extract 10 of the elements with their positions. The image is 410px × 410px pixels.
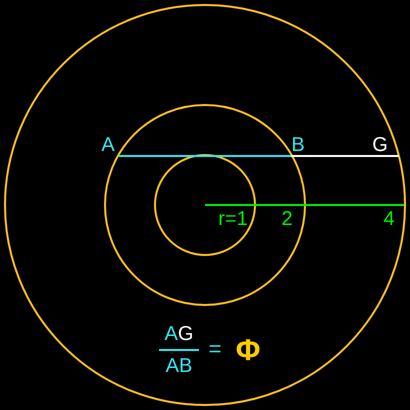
radius-label: 2 — [281, 209, 293, 229]
radius-label: r=1 — [218, 209, 248, 229]
radius-label: 4 — [383, 209, 395, 229]
point-label: G — [372, 135, 388, 155]
point-label: B — [291, 135, 305, 155]
fraction-denominator: AB — [166, 356, 192, 376]
point-label: A — [101, 135, 115, 155]
phi-symbol: Φ — [236, 336, 260, 366]
equals-sign: = — [208, 338, 222, 360]
fraction-numerator: AG — [164, 324, 194, 344]
